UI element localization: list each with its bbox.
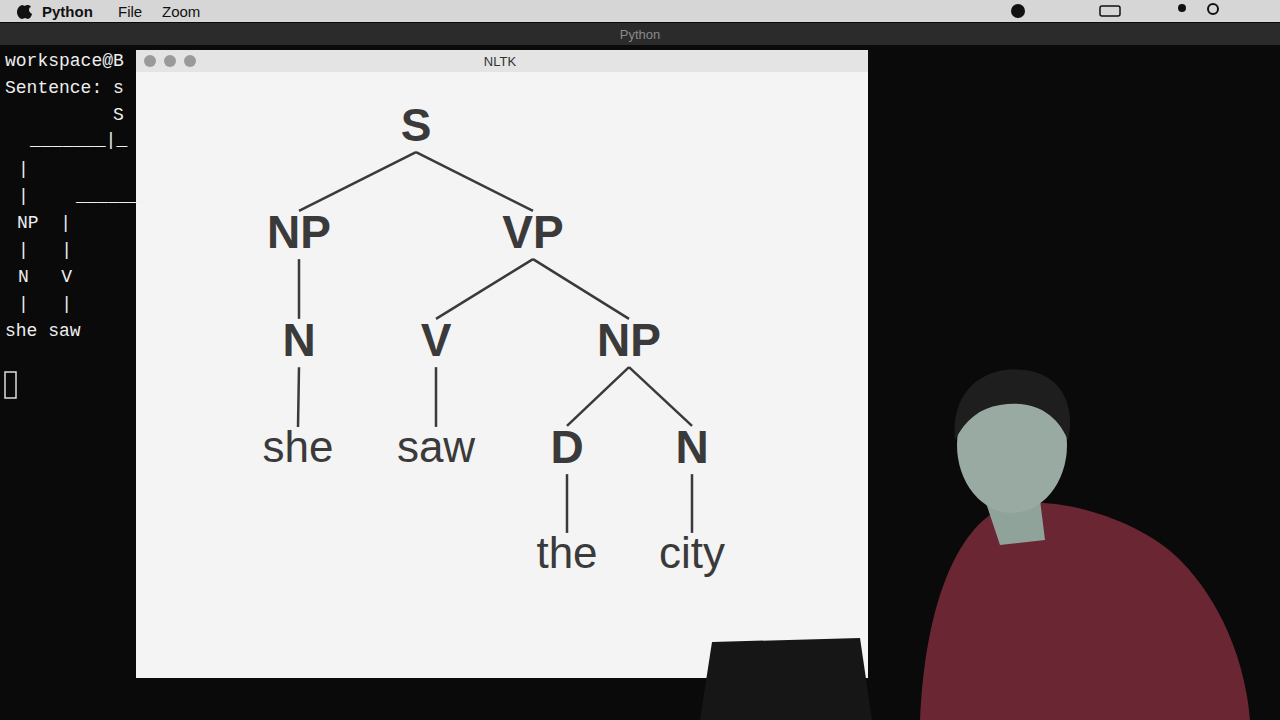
terminal-line: | <box>18 160 29 178</box>
tree-branch <box>567 367 629 426</box>
category: D <box>550 423 583 471</box>
category: VP <box>502 208 563 256</box>
menu-item: Zoom <box>162 4 200 19</box>
terminal-title-bar <box>0 23 1280 45</box>
menu-item: File <box>118 4 142 19</box>
presenter-body <box>920 503 1250 720</box>
tree-branch <box>298 259 301 319</box>
terminal-line: | | <box>18 295 72 313</box>
category: N <box>675 423 708 471</box>
window-button <box>164 55 176 67</box>
tree-leaf: city <box>655 530 729 576</box>
tree-label: N <box>278 316 319 364</box>
tree-label: VP <box>498 208 567 256</box>
menu-item: Python <box>42 4 93 19</box>
tree-leaf: she <box>259 424 338 470</box>
window-button <box>184 55 196 67</box>
tree-branch <box>416 152 533 211</box>
tree-branch <box>435 367 438 427</box>
terminal-line: _______|_ <box>30 131 127 149</box>
category: N <box>282 316 315 364</box>
nltk-window <box>136 50 868 678</box>
tree-branch <box>629 367 692 426</box>
window-button <box>144 55 156 67</box>
menu-bar <box>0 0 1280 22</box>
terminal-cursor <box>5 372 16 398</box>
tree-label: NP <box>593 316 665 364</box>
category: V <box>421 316 452 364</box>
tree-branch <box>566 474 569 533</box>
tree-branch <box>298 367 299 427</box>
tree-leaf: the <box>532 530 601 576</box>
category: NP <box>267 208 331 256</box>
category: S <box>401 101 432 149</box>
laptop <box>700 638 872 720</box>
tree-label: N <box>671 423 712 471</box>
nltk-title-bar <box>136 50 868 72</box>
terminal-line: | <box>18 187 29 205</box>
tree-branch <box>533 259 629 319</box>
terminal-line: ______ <box>76 187 141 205</box>
word: she <box>263 424 334 470</box>
word: saw <box>397 424 475 470</box>
tree-label: S <box>397 101 436 149</box>
terminal-line: workspace@B <box>5 52 124 70</box>
tree-branch <box>299 152 416 211</box>
tree-label: NP <box>263 208 335 256</box>
terminal-line: S <box>113 106 124 124</box>
tree-branch <box>436 259 533 319</box>
category: NP <box>597 316 661 364</box>
word: the <box>536 530 597 576</box>
terminal-line: N V <box>18 268 72 286</box>
terminal-line: NP | <box>17 214 71 232</box>
presenter-hair <box>955 369 1071 440</box>
tree-leaf: saw <box>393 424 479 470</box>
word: city <box>659 530 725 576</box>
tree-label: D <box>546 423 587 471</box>
terminal-line: | | <box>18 241 72 259</box>
status-icons <box>1011 4 1218 18</box>
window-title: Python <box>620 28 660 41</box>
terminal-line: Sentence: s <box>5 79 124 97</box>
tree-branch <box>691 474 694 533</box>
terminal-line: she saw <box>5 322 81 340</box>
apple-icon <box>17 5 32 19</box>
tree-label: V <box>417 316 456 364</box>
window-title: NLTK <box>484 55 516 68</box>
